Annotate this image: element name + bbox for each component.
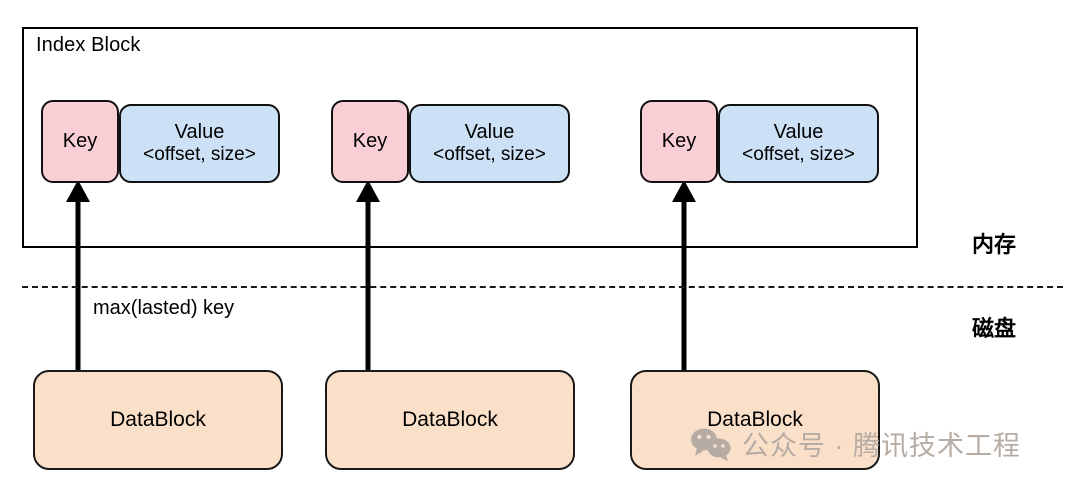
value-box-1: Value <offset, size> xyxy=(119,104,280,183)
data-block-2: DataBlock xyxy=(325,370,575,470)
data-block-3: DataBlock xyxy=(630,370,880,470)
key-box-2: Key xyxy=(331,100,409,183)
key-box-1: Key xyxy=(41,100,119,183)
value-label-3: Value xyxy=(773,120,824,143)
value-box-2: Value <offset, size> xyxy=(409,104,570,183)
value-label-2: Value xyxy=(464,120,515,143)
memory-disk-separator xyxy=(22,286,1063,288)
value-detail-2: <offset, size> xyxy=(433,144,546,166)
memory-region-label: 内存 xyxy=(972,232,1017,257)
value-detail-3: <offset, size> xyxy=(742,144,855,166)
arrow-datablock-1-to-key-1 xyxy=(63,180,93,372)
key-box-3: Key xyxy=(640,100,718,183)
arrow-datablock-2-to-key-2 xyxy=(353,180,383,372)
max-lasted-key-label: max(lasted) key xyxy=(93,297,235,319)
disk-region-label: 磁盘 xyxy=(972,316,1017,341)
value-box-3: Value <offset, size> xyxy=(718,104,879,183)
arrow-datablock-3-to-key-3 xyxy=(669,180,699,372)
value-label-1: Value xyxy=(174,120,225,143)
index-block-title: Index Block xyxy=(36,34,141,56)
data-block-1: DataBlock xyxy=(33,370,283,470)
value-detail-1: <offset, size> xyxy=(143,144,256,166)
